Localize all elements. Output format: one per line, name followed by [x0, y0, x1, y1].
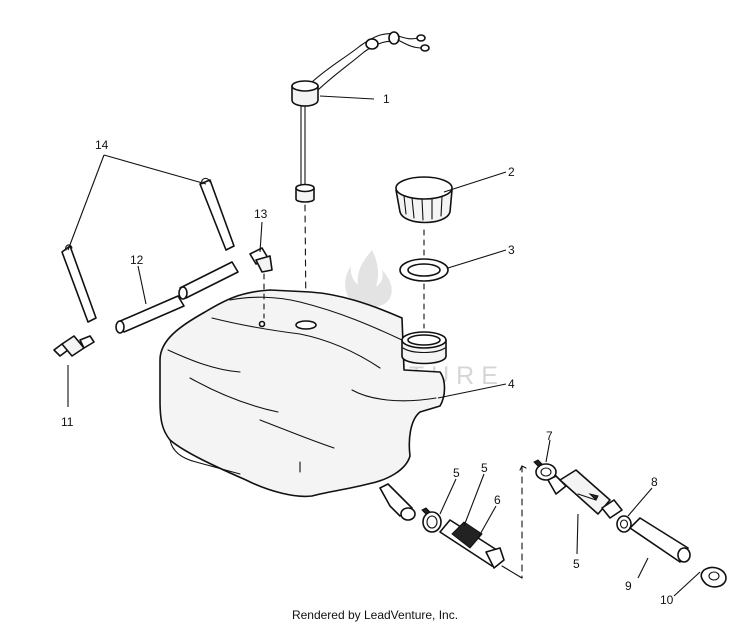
leadventure-flame-logo	[345, 250, 392, 308]
callout-label: 3	[508, 243, 515, 257]
callout-label: 10	[660, 593, 674, 607]
callout-label: 9	[625, 579, 632, 593]
part-vent-valve	[53, 335, 95, 357]
callout-label: 2	[508, 165, 515, 179]
leader-lines	[67, 95, 701, 597]
callout-label: 11	[61, 415, 74, 429]
part-vent-hose	[115, 261, 239, 334]
part-fuel-cap	[395, 176, 453, 224]
part-hose-clip	[700, 566, 727, 588]
callout-label: 5	[481, 461, 488, 475]
rendered-by-credit: Rendered by LeadVenture, Inc.	[291, 608, 459, 622]
callout-label: 5	[453, 466, 460, 480]
part-fuel-sender	[291, 31, 430, 319]
part-fuel-valve	[439, 465, 527, 579]
callout-label: 4	[508, 377, 515, 391]
callout-label: 8	[651, 475, 658, 489]
part-hose-clamp-b	[533, 459, 557, 481]
part-fuel-filter	[547, 469, 623, 519]
part-tank-strap-a	[61, 244, 97, 323]
part-cap-gasket	[399, 229, 449, 329]
part-fuel-tank	[159, 289, 447, 521]
callout-label: 1	[383, 92, 390, 106]
callouts: 1 2 3 4 5 5 6 7 5 8 9 10 11 12 13 14	[61, 92, 674, 607]
part-small-clamp	[616, 515, 632, 533]
callout-label: 5	[573, 557, 580, 571]
part-hose-clamp-a	[421, 507, 442, 533]
part-fuel-line	[629, 517, 691, 563]
callout-label: 6	[494, 493, 501, 507]
callout-label: 7	[546, 429, 553, 443]
part-elbow-fitting	[249, 247, 273, 319]
callout-label: 14	[95, 138, 109, 152]
callout-label: 13	[254, 207, 268, 221]
part-tank-strap-b	[199, 177, 235, 251]
callout-label: 12	[130, 253, 144, 267]
